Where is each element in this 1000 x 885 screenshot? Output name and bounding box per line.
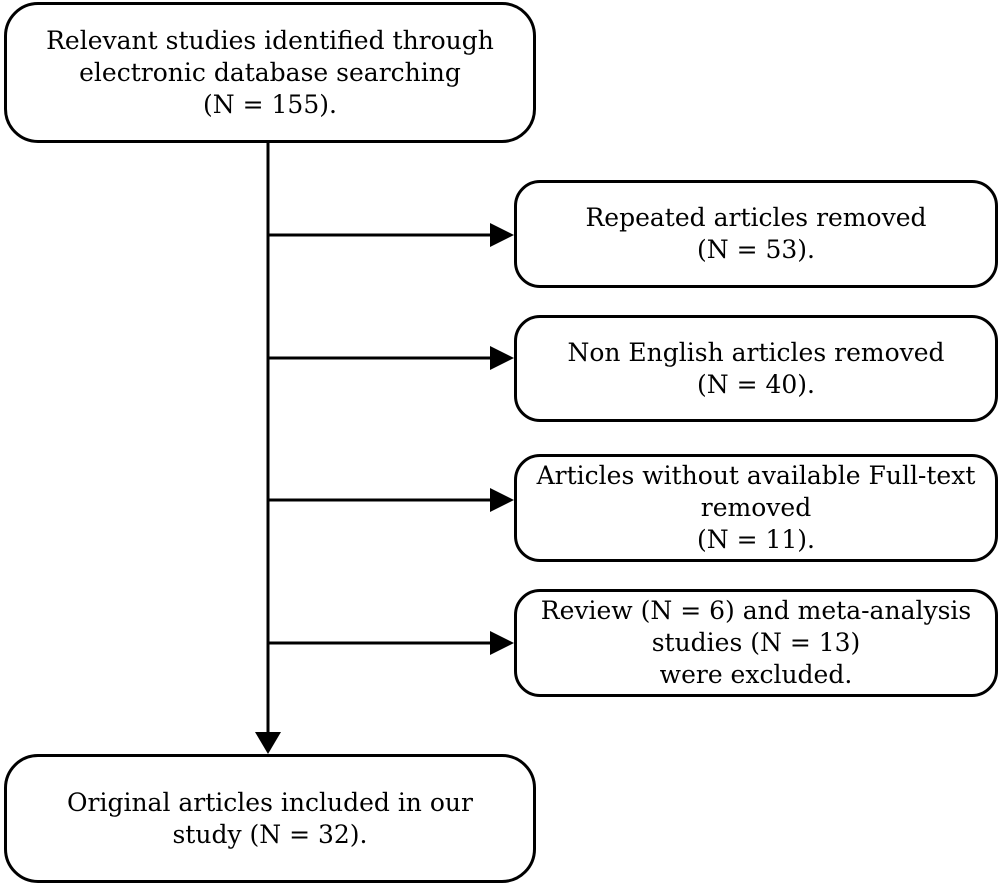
- box-text-line: Repeated articles removed: [585, 203, 927, 232]
- box-text-line: (N = 53).: [697, 235, 815, 264]
- box-text-line: studies (N = 13): [651, 628, 861, 657]
- box-text-line: Review (N = 6) and meta-analysis: [540, 596, 972, 625]
- non-english-articles-box: Non English articles removed (N = 40).: [514, 315, 998, 422]
- down-arrowhead: [255, 732, 281, 754]
- box-text-line: removed: [700, 493, 812, 522]
- repeated-articles-box: Repeated articles removed (N = 53).: [514, 180, 998, 288]
- no-fulltext-articles-box: Articles without available Full-text rem…: [514, 454, 998, 562]
- box-text-line: (N = 11).: [697, 525, 815, 554]
- arrowhead-review-meta: [490, 631, 514, 655]
- box-text-line: were excluded.: [659, 660, 853, 689]
- arrowhead-non-english: [490, 346, 514, 370]
- box-text-line: study (N = 32).: [172, 819, 368, 849]
- arrowhead-repeated: [490, 223, 514, 247]
- box-text-line: Non English articles removed: [567, 337, 945, 367]
- box-text-line: (N = 155).: [203, 89, 337, 119]
- box-text-line: Articles without available Full-text: [536, 461, 976, 490]
- box-text-line: Original articles included in our: [67, 787, 473, 817]
- identified-studies-box: Relevant studies identified through elec…: [4, 2, 536, 143]
- review-meta-analysis-box: Review (N = 6) and meta-analysis studies…: [514, 589, 998, 697]
- included-articles-box: Original articles included in our study …: [4, 754, 536, 883]
- box-text-line: electronic database searching: [79, 57, 461, 87]
- arrowhead-no-fulltext: [490, 488, 514, 512]
- box-text-line: Relevant studies identified through: [46, 25, 494, 55]
- box-text-line: (N = 40).: [697, 369, 815, 399]
